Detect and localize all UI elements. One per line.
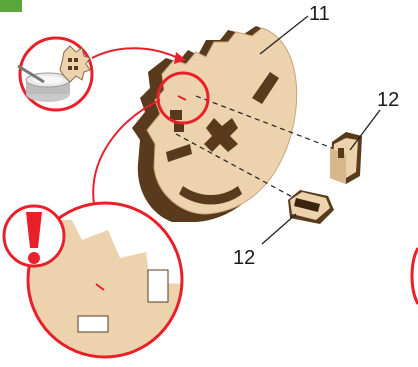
adjacent-highlight-fragment [412, 248, 418, 304]
part-number-label-upper: 12 [377, 90, 399, 110]
main-wheel-part [132, 26, 297, 222]
glue-pot-icon [18, 38, 92, 110]
small-block-part-lower [288, 190, 334, 224]
part-number-label-main: 11 [309, 4, 330, 24]
glue-arrow [92, 48, 178, 58]
part-number-label-lower: 12 [233, 248, 255, 268]
warning-exclamation-icon [4, 206, 64, 266]
step-indicator [0, 0, 22, 12]
